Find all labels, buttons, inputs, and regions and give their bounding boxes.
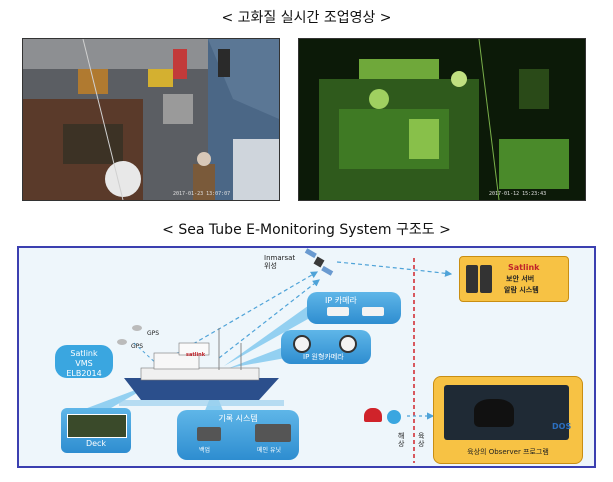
timestamp-right: 2017-01-12 15:23:43 <box>489 191 547 197</box>
satlink-vms-line3: ELB2014 <box>66 369 102 378</box>
camera-icon <box>362 307 384 316</box>
inmarsat-text: Inmarsat <box>264 254 296 262</box>
gps-label-1: GPS <box>147 330 160 337</box>
satlink-vms-line2: VMS <box>75 359 93 368</box>
observer-program-box: DOS 육상의 Observer 프로그램 <box>433 376 583 464</box>
main-unit-label: 메인 유닛 <box>257 447 281 454</box>
system-diagram: Inmarsat 위성 GPS GPS Satlink VMS ELB2014 … <box>17 246 596 468</box>
main-unit-icon <box>255 424 291 442</box>
observer-program-label: 육상의 Observer 프로그램 <box>467 448 549 456</box>
observer-person-icon <box>474 399 514 427</box>
backup-drive-icon <box>197 427 221 441</box>
timestamp-left: 2017-01-23 13:07:07 <box>173 191 231 197</box>
deck-label: Deck <box>85 439 107 448</box>
backup-label: 백업 <box>199 447 211 454</box>
dome-camera-icon <box>293 335 311 353</box>
ip-rotating-camera-label: IP 원형카메라 <box>303 353 344 361</box>
photo-daylight-deck: 2017-01-23 13:07:07 <box>22 38 280 201</box>
diagram-connectors <box>74 248 453 463</box>
ship-icon <box>119 328 284 406</box>
camera-icon <box>327 307 349 316</box>
deck-box: Deck <box>61 408 131 453</box>
gps-label-2: GPS <box>131 343 144 350</box>
link-icon <box>387 410 401 424</box>
server-icon <box>466 265 478 293</box>
ip-camera-box: IP 카메라 <box>307 292 401 324</box>
inmarsat-label: Inmarsat 위성 <box>264 254 295 270</box>
caption-middle: < Sea Tube E-Monitoring System 구조도 > <box>162 222 451 238</box>
satlink-vms-badge: Satlink VMS ELB2014 <box>55 345 113 378</box>
land-label: 육상 <box>418 432 425 448</box>
server-line2: 알람 시스템 <box>504 286 539 294</box>
photo-night-vision: 2017-01-12 15:23:43 <box>298 38 586 201</box>
dos-logo: DOS <box>552 422 572 431</box>
server-line1: 보안 서버 <box>506 275 535 283</box>
gps-dish-icon <box>117 325 142 345</box>
server-icon <box>480 265 492 293</box>
ip-rotating-camera-box: IP 원형카메라 <box>281 330 371 364</box>
satlink-vms-line1: Satlink <box>70 349 98 358</box>
ip-camera-label: IP 카메라 <box>325 296 357 305</box>
dome-camera-icon <box>339 335 357 353</box>
record-system-label: 기록 시스템 <box>218 414 258 423</box>
satellite-text: 위성 <box>264 262 277 270</box>
satellite-icon <box>304 248 334 276</box>
ship-satlink-logo: satlink <box>186 352 206 358</box>
record-system-box: 기록 시스템 백업 메인 유닛 <box>177 410 299 460</box>
satlink-server-box: Satlink 보안 서버 알람 시스템 <box>459 256 569 302</box>
sea-label: 해상 <box>398 432 405 448</box>
server-title: Satlink <box>508 263 540 272</box>
caption-top: < 고화질 실시간 조업영상 > <box>221 10 392 26</box>
router-icon <box>364 408 382 422</box>
deck-thumbnail <box>67 414 127 438</box>
